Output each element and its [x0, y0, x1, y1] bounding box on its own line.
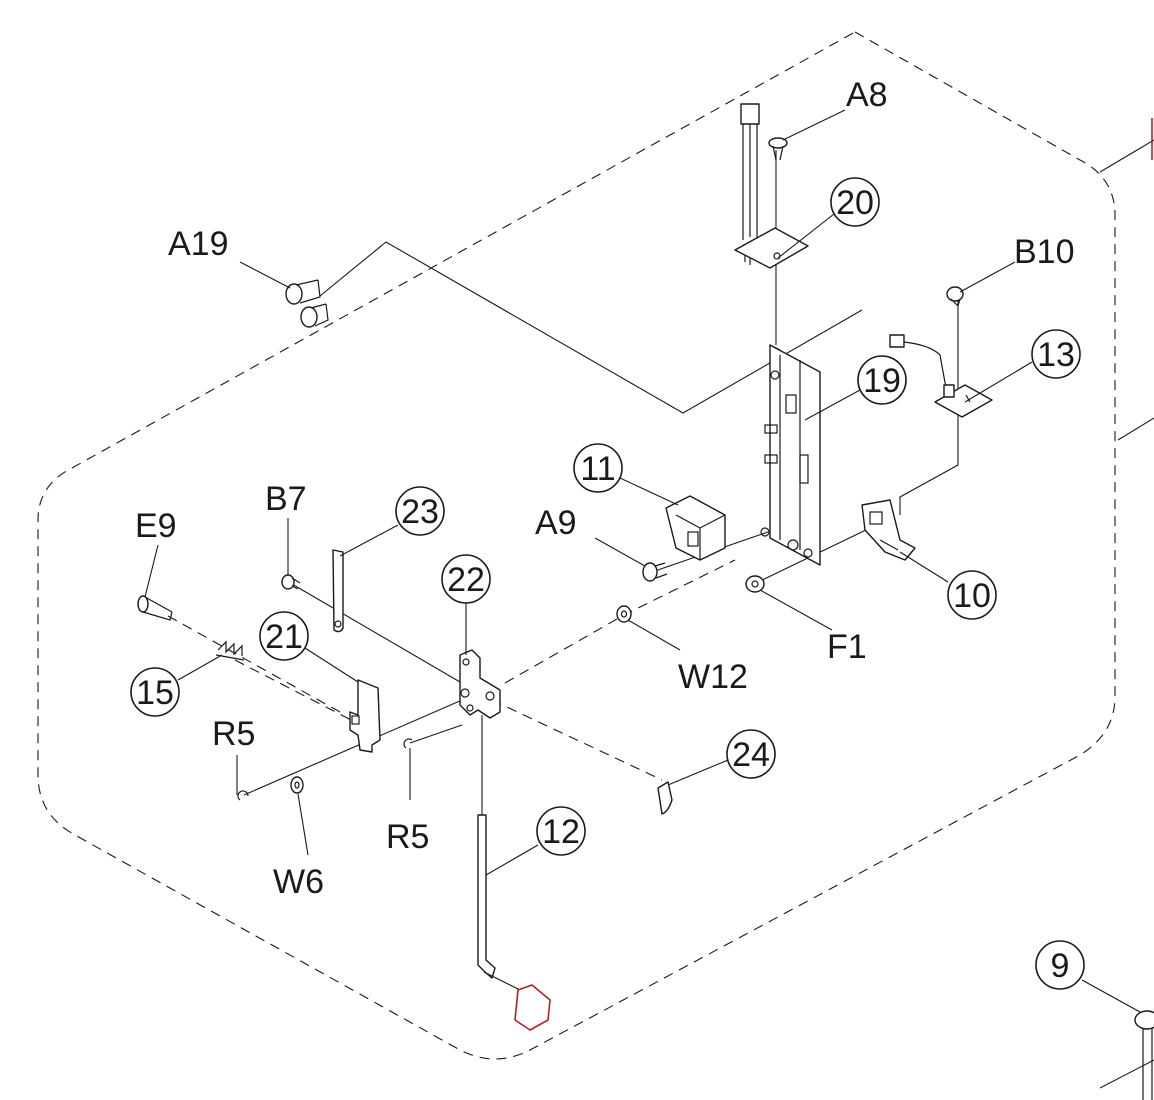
- assembly-boundary: [37, 31, 1116, 1060]
- svg-text:24: 24: [732, 736, 770, 774]
- svg-text:20: 20: [836, 184, 874, 222]
- leader-a8: [782, 109, 846, 141]
- callout-22: 22: [441, 554, 491, 604]
- hinge-bracket-22: [459, 649, 501, 719]
- label-a8: A8: [846, 76, 888, 114]
- svg-text:23: 23: [401, 493, 439, 531]
- lever-plate-21: [349, 679, 381, 753]
- assembly-line-b7-22: [291, 583, 461, 683]
- callout-12: 12: [536, 806, 586, 856]
- screw-f1: [745, 575, 765, 593]
- callout-23: 23: [395, 486, 445, 536]
- svg-text:22: 22: [447, 561, 485, 599]
- washer-w6: [290, 776, 304, 794]
- leader-10: [899, 551, 949, 583]
- neighbour-frame-edge: [1099, 1059, 1154, 1089]
- label-a9: A9: [535, 504, 577, 542]
- leader-15: [177, 654, 223, 681]
- svg-text:10: 10: [953, 577, 991, 615]
- leader-13: [964, 361, 1033, 403]
- label-b10: B10: [1014, 233, 1075, 271]
- leader-11: [619, 477, 679, 506]
- leader-b10: [959, 261, 1016, 293]
- leader-20: [777, 213, 835, 259]
- sensor-holder-11: [665, 495, 726, 561]
- svg-text:19: 19: [863, 362, 901, 400]
- svg-text:12: 12: [542, 813, 580, 851]
- label-r5-left: R5: [212, 715, 255, 753]
- neighbour-frame-edge: [1099, 139, 1154, 173]
- callout-24: 24: [726, 729, 776, 779]
- actuator-arm-12: [477, 814, 551, 1031]
- leader-e9: [144, 544, 159, 598]
- sensor-board-13: [889, 334, 993, 418]
- leader-w12: [627, 619, 681, 651]
- svg-text:11: 11: [580, 450, 615, 488]
- screw-9: [1134, 1010, 1154, 1100]
- svg-text:9: 9: [1051, 947, 1070, 985]
- callout-13: 13: [1031, 329, 1081, 379]
- assembly-line-r5: [243, 699, 463, 796]
- callout-21: 21: [259, 611, 309, 661]
- leader-24: [667, 759, 729, 786]
- label-e9: E9: [135, 507, 177, 545]
- screw-a19: [285, 279, 329, 328]
- clip-r5-left: [237, 790, 249, 801]
- actuator-10: [861, 499, 916, 561]
- screw-a9: [642, 562, 668, 582]
- leader-a9: [594, 537, 646, 567]
- bracket-19: [760, 344, 821, 566]
- film-24: [657, 781, 673, 815]
- assembly-line-24: [491, 699, 663, 781]
- leader-9: [1081, 979, 1141, 1013]
- label-b7: B7: [265, 480, 307, 518]
- label-f1: F1: [827, 628, 867, 666]
- label-r5-center: R5: [386, 818, 429, 856]
- leader-12: [485, 844, 539, 876]
- plate-23: [332, 549, 344, 633]
- callout-10: 10: [947, 570, 997, 620]
- callout-15: 15: [130, 667, 180, 717]
- screw-a8: [768, 137, 788, 161]
- pin-e9: [137, 595, 173, 621]
- neighbour-frame-edge: [1117, 417, 1154, 441]
- label-a19: A19: [168, 225, 229, 263]
- svg-text:15: 15: [136, 674, 174, 712]
- washer-w12: [616, 605, 632, 623]
- label-w6: W6: [273, 863, 324, 901]
- clip-r5-center: [403, 738, 413, 749]
- sensor-board-20: [734, 103, 809, 269]
- callout-9: 9: [1035, 940, 1085, 990]
- screw-b7: [281, 574, 301, 590]
- leader-23: [339, 524, 399, 557]
- label-w12: W12: [678, 658, 748, 696]
- callout-20: 20: [830, 177, 880, 227]
- leader-w6: [297, 793, 309, 856]
- assembly-line-r5-center: [409, 724, 463, 744]
- callout-11: 11: [573, 443, 623, 493]
- assembly-line-e9-21: [167, 615, 341, 713]
- svg-text:21: 21: [265, 618, 303, 656]
- screw-b10: [946, 286, 964, 307]
- leader-f1: [759, 589, 833, 631]
- leader-a19: [239, 261, 291, 289]
- callout-19: 19: [857, 355, 907, 405]
- leader-19: [804, 389, 861, 421]
- svg-text:13: 13: [1037, 336, 1075, 374]
- assembly-line-15-21: [234, 659, 356, 723]
- leader-21: [304, 647, 359, 683]
- assembly-line-13-10: [899, 405, 959, 515]
